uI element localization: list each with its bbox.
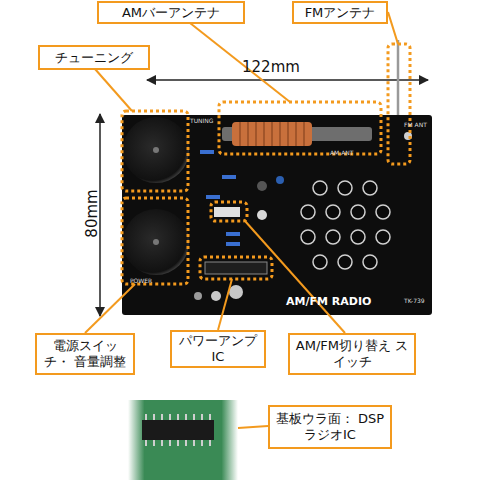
pcb-photo [128,400,238,480]
callout-box: FMアンテナ [292,1,388,24]
knob-dot [153,147,159,153]
leader-line [85,284,135,333]
callout-text: FMアンテナ [305,5,376,21]
leader-line [95,69,132,111]
silkscreen-text: TUNING [190,118,213,124]
antenna-coil [232,122,312,146]
knob-dot [153,239,159,245]
callout-text: AMバーアンテナ [122,5,220,21]
dimension-label: 122mm [242,60,300,75]
leader-line [245,221,345,333]
callout-text: チューニング [55,50,133,66]
callout-box: AMバーアンテナ [97,1,245,24]
volume-knob [123,209,189,275]
silkscreen-text: FM ANT [404,122,427,128]
leader-line [388,12,398,44]
silkscreen-text: TK-739 [404,298,425,304]
leader-line [238,426,268,428]
speaker-grille [301,181,390,269]
callout-text: 基板ウラ面： DSPラジオIC [273,411,387,443]
silkscreen-text: POWER [130,278,152,284]
callout-box: AM/FM切り替え スイッチ [288,333,416,375]
callout-box: 電源スイッチ・ 音量調整 [35,333,135,375]
dsp-ic [142,414,214,446]
silkscreen-text: AM ANT [330,150,353,156]
callout-text: 電源スイッチ・ 音量調整 [40,338,130,370]
dimension-label: 80mm [85,189,100,237]
callout-text: パワーアンプIC [175,333,261,365]
callout-box: 基板ウラ面： DSPラジオIC [268,405,392,449]
components [194,132,412,301]
coil-windings [240,122,304,146]
leader-line [218,279,232,330]
silkscreen-text: AM/FM RADIO [286,296,371,307]
callout-box: チューニング [38,45,150,70]
callout-text: AM/FM切り替え スイッチ [293,338,411,370]
dimension-line [147,79,428,81]
pcb-board [122,115,432,315]
tuning-knob [123,117,189,183]
highlight-box [122,44,410,284]
callout-box: パワーアンプIC [170,330,266,368]
